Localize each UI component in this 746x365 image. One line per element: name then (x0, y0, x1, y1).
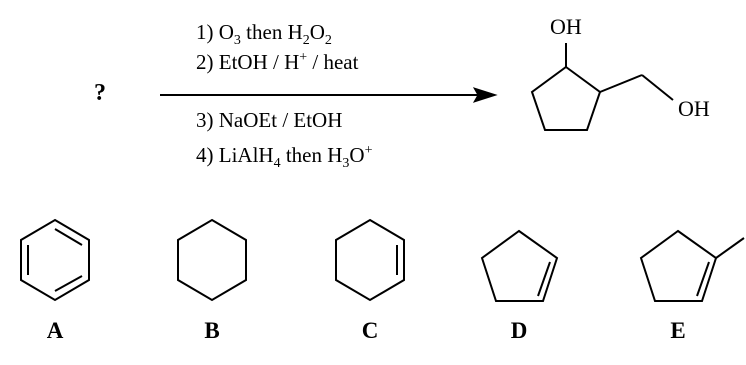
benzene-icon (20, 218, 90, 302)
reagent-step-4: 4) LiAlH4 then H3O+ (196, 143, 373, 172)
unknown-reactant: ? (94, 80, 106, 106)
reagent-step-3: 3) NaOEt / EtOH (196, 108, 343, 132)
product-hydroxyl-right: OH (678, 96, 710, 121)
product-hydroxyl-top: OH (550, 14, 582, 39)
cyclopentene-icon (480, 229, 559, 302)
choice-label-c: C (361, 318, 379, 343)
cyclohexene-icon (335, 218, 405, 302)
choice-label-a: A (46, 318, 64, 343)
reagent-step-1: 1) O3 then H2O2 (196, 20, 332, 49)
cyclohexane-icon (177, 218, 247, 302)
1-methylcyclopentene-icon (639, 229, 745, 302)
choice-label-b: B (204, 318, 220, 343)
choice-label-e: E (670, 318, 686, 343)
reagent-step-2: 2) EtOH / H+ / heat (196, 50, 359, 74)
choice-label-d: D (510, 318, 528, 343)
